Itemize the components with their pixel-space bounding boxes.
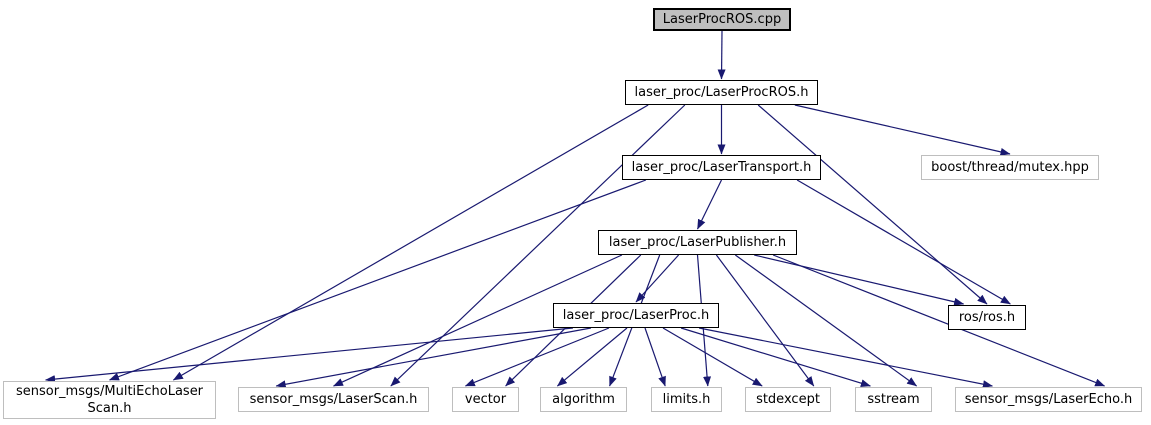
include-edge-laserpublisher-h-to-laserproc-h — [635, 254, 680, 303]
include-edge-laserproc-h-to-laserscan-h — [275, 327, 592, 389]
include-edge-laserpublisher-h-to-stdexcept — [715, 254, 815, 387]
node-laserecho-h: sensor_msgs/LaserEcho.h — [955, 387, 1142, 412]
include-edge-laserproc-h-to-algorithm — [557, 327, 628, 387]
include-edge-lasertransport-h-to-multiecholaserscan — [109, 179, 647, 381]
include-edge-laserproc-h-to-laserecho-h — [698, 327, 993, 389]
include-edge-laserprocros-h-to-laserscan-h — [390, 104, 686, 387]
include-edge-laserprocros-h-to-boost-mutex-hpp — [794, 104, 1011, 156]
node-laserproc-h[interactable]: laser_proc/LaserProc.h — [553, 303, 719, 328]
node-sstream: sstream — [855, 387, 932, 412]
node-laserprocros-cpp: LaserProcROS.cpp — [653, 8, 791, 31]
node-lasertransport-h[interactable]: laser_proc/LaserTransport.h — [622, 155, 821, 180]
node-multiecholaserscan: sensor_msgs/MultiEchoLaser Scan.h — [3, 381, 216, 419]
node-laserprocros-h[interactable]: laser_proc/LaserProcROS.h — [625, 80, 818, 105]
include-edge-laserprocros-cpp-to-laserprocros-h — [717, 30, 726, 80]
node-ros-ros-h[interactable]: ros/ros.h — [948, 305, 1026, 330]
node-stdexcept: stdexcept — [745, 387, 831, 412]
include-edge-laserprocros-h-to-multiecholaserscan — [172, 104, 649, 381]
node-algorithm: algorithm — [540, 387, 627, 412]
include-edge-laserpublisher-h-to-sstream — [734, 254, 918, 387]
include-edge-lasertransport-h-to-ros-ros-h — [796, 179, 1011, 305]
include-edge-laserproc-h-to-sstream — [680, 327, 871, 388]
node-laserscan-h: sensor_msgs/LaserScan.h — [238, 387, 429, 412]
node-laserpublisher-h[interactable]: laser_proc/LaserPublisher.h — [598, 230, 797, 255]
include-edge-laserpublisher-h-to-laserecho-h — [772, 254, 1106, 387]
node-boost-mutex-hpp: boost/thread/mutex.hpp — [921, 155, 1099, 180]
node-vector: vector — [452, 387, 519, 412]
include-edge-laserpublisher-h-to-ros-ros-h — [754, 254, 965, 306]
include-edge-laserprocros-h-to-ros-ros-h — [757, 104, 988, 305]
include-edge-laserproc-h-to-vector — [464, 327, 610, 387]
include-edge-laserproc-h-to-limits-h — [644, 327, 666, 387]
include-edge-lasertransport-h-to-laserpublisher-h — [696, 179, 723, 230]
node-limits-h: limits.h — [651, 387, 722, 412]
include-edge-laserproc-h-to-stdexcept — [662, 327, 763, 387]
include-edge-laserproc-h-to-multiecholaserscan — [45, 327, 573, 384]
